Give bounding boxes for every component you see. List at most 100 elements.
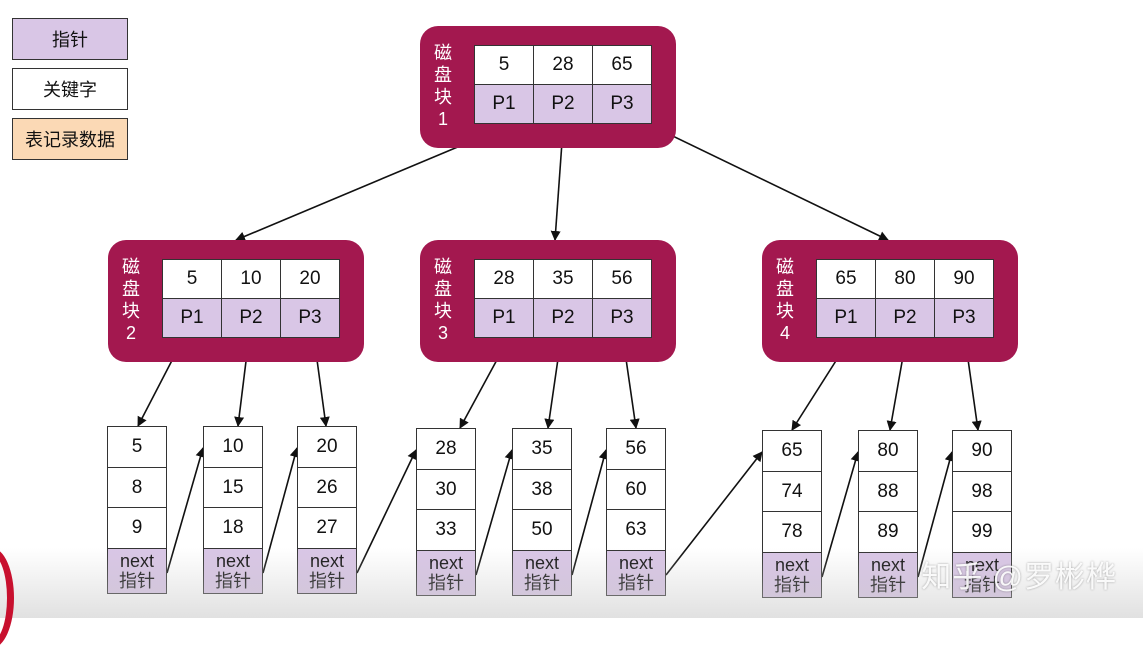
- leaf-key: 89: [858, 511, 918, 553]
- leaf-key: 18: [203, 507, 263, 549]
- next-label: next: [215, 550, 251, 571]
- next-label: next: [870, 554, 906, 575]
- pointer-cell: P3: [280, 298, 340, 338]
- legend-record-label: 表记录数据: [25, 130, 115, 150]
- pointer-cell: P3: [934, 298, 994, 338]
- leaf-key: 15: [203, 466, 263, 509]
- next-pointer-arrow: [262, 447, 300, 574]
- next-label: 指针: [870, 574, 906, 595]
- leaf-key: 98: [952, 470, 1012, 513]
- leaf-key: 20: [297, 426, 357, 468]
- pointer-cell: P2: [533, 298, 593, 338]
- internal-node-2: 磁 盘 块 2 5 10 20 P1 P2 P3: [108, 240, 364, 362]
- leaf-key: 88: [858, 470, 918, 513]
- next-label: next: [774, 554, 810, 575]
- pointer-cell: P3: [592, 84, 652, 124]
- leaf-key: 30: [416, 468, 476, 511]
- pointer-cell: P2: [533, 84, 593, 124]
- watermark: 知乎 @罗彬桦: [921, 561, 1117, 594]
- b-plus-tree-diagram: 指针 关键字 表记录数据 磁 盘 块 1 5 28 65 P1 P2 P3 磁 …: [0, 18, 1143, 648]
- pointer-cell: P1: [162, 298, 222, 338]
- leaf-key: 63: [606, 509, 666, 551]
- next-label: next: [618, 552, 654, 573]
- leaf-key: 28: [416, 428, 476, 470]
- leaf-key: 99: [952, 511, 1012, 553]
- leaf-key: 78: [762, 511, 822, 553]
- legend-pointer: 指针: [12, 18, 128, 60]
- key-cell: 80: [875, 259, 935, 299]
- next-label: 指针: [524, 572, 560, 593]
- leaf-key: 35: [512, 428, 572, 470]
- leaf-key: 26: [297, 466, 357, 509]
- key-cell: 10: [221, 259, 281, 299]
- node-label: 磁 盘 块 2: [122, 257, 140, 343]
- tree-edge-arrow: [651, 125, 889, 241]
- leaf-key: 27: [297, 507, 357, 549]
- leaf-key: 80: [858, 430, 918, 472]
- pointer-cell: P2: [221, 298, 281, 338]
- pointer-cell: P1: [474, 298, 534, 338]
- leaf-key: 33: [416, 509, 476, 551]
- next-label: next: [428, 552, 464, 573]
- leaf-key: 10: [203, 426, 263, 468]
- key-cell: 5: [162, 259, 222, 299]
- next-pointer-arrow: [571, 449, 609, 576]
- leaf-key: 50: [512, 509, 572, 551]
- key-cell: 65: [816, 259, 876, 299]
- next-pointer-arrow: [665, 451, 763, 576]
- leaf-key: 74: [762, 470, 822, 513]
- leaf-key: 5: [107, 426, 167, 468]
- key-cell: 56: [592, 259, 652, 299]
- leaf-key: 8: [107, 466, 167, 509]
- node-label: 磁 盘 块 3: [434, 257, 452, 343]
- node-label: 磁 盘 块 4: [776, 257, 794, 343]
- next-pointer-arrow: [821, 451, 861, 578]
- legend-record: 表记录数据: [12, 118, 128, 160]
- next-label: 指针: [119, 570, 155, 591]
- legend-key: 关键字: [12, 68, 128, 110]
- legend-pointer-label: 指针: [52, 30, 88, 50]
- key-cell: 35: [533, 259, 593, 299]
- leaf-key: 65: [762, 430, 822, 472]
- next-label: 指针: [774, 574, 810, 595]
- next-label: next: [309, 550, 345, 571]
- key-cell: 28: [533, 45, 593, 85]
- leaf-key: 9: [107, 507, 167, 549]
- legend-key-label: 关键字: [43, 80, 97, 100]
- key-cell: 90: [934, 259, 994, 299]
- leaf-key: 90: [952, 430, 1012, 472]
- key-cell: 65: [592, 45, 652, 85]
- key-cell: 5: [474, 45, 534, 85]
- internal-node-3: 磁 盘 块 3 28 35 56 P1 P2 P3: [420, 240, 676, 362]
- leaf-key: 38: [512, 468, 572, 511]
- leaf-key: 56: [606, 428, 666, 470]
- key-cell: 20: [280, 259, 340, 299]
- pointer-cell: P2: [875, 298, 935, 338]
- key-cell: 28: [474, 259, 534, 299]
- next-label: 指针: [309, 570, 345, 591]
- pointer-cell: P1: [816, 298, 876, 338]
- root-node: 磁 盘 块 1 5 28 65 P1 P2 P3: [420, 26, 676, 148]
- pointer-cell: P1: [474, 84, 534, 124]
- next-label: next: [119, 550, 155, 571]
- next-label: 指针: [428, 572, 464, 593]
- next-label: 指针: [215, 570, 251, 591]
- next-label: 指针: [618, 572, 654, 593]
- next-pointer-arrow: [475, 449, 515, 576]
